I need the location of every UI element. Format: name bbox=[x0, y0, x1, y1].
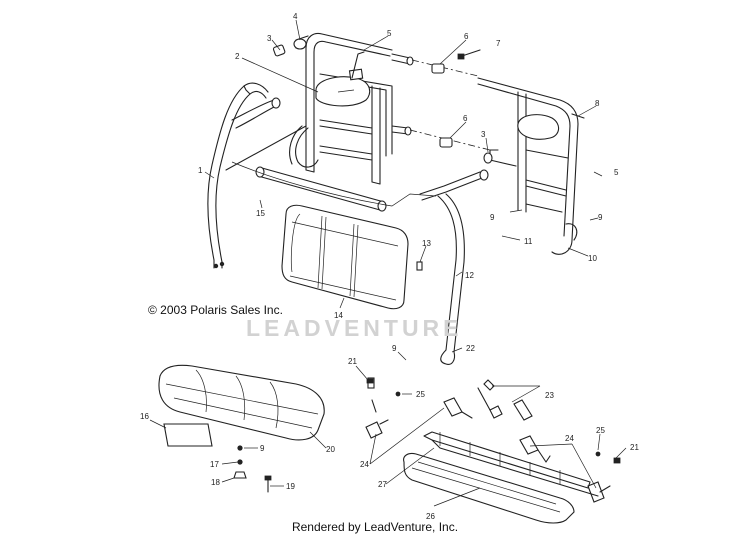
callout-16: 16 bbox=[140, 412, 149, 421]
callout-24: 24 bbox=[360, 460, 369, 469]
callout-25: 25 bbox=[416, 390, 425, 399]
right-seat-back-frame bbox=[477, 77, 585, 255]
callout-20: 20 bbox=[326, 445, 335, 454]
callout-6: 6 bbox=[463, 114, 468, 123]
connector-lower bbox=[439, 137, 453, 148]
callout-9: 9 bbox=[598, 213, 603, 222]
callout-3: 3 bbox=[481, 130, 486, 139]
decal-16 bbox=[163, 423, 213, 447]
callout-1: 1 bbox=[198, 166, 203, 175]
callout-27: 27 bbox=[378, 480, 387, 489]
bolt-25b bbox=[595, 451, 601, 457]
callout-12: 12 bbox=[465, 271, 474, 280]
cross-tube bbox=[255, 166, 387, 212]
callout-24: 24 bbox=[565, 434, 574, 443]
callout-8: 8 bbox=[595, 99, 600, 108]
callouts: 1 2 3 3 4 5 5 6 6 7 8 9 9 9 9 10 11 12 1… bbox=[140, 12, 639, 521]
callout-9: 9 bbox=[490, 213, 495, 222]
seat-back-cushion bbox=[281, 204, 409, 310]
callout-25: 25 bbox=[596, 426, 605, 435]
copyright-notice: © 2003 Polaris Sales Inc. bbox=[148, 303, 283, 317]
callout-10: 10 bbox=[588, 254, 597, 263]
callout-13: 13 bbox=[422, 239, 431, 248]
callout-26: 26 bbox=[426, 512, 435, 521]
callout-18: 18 bbox=[211, 478, 220, 487]
callout-14: 14 bbox=[334, 311, 343, 320]
callout-19: 19 bbox=[286, 482, 295, 491]
callout-11: 11 bbox=[524, 237, 533, 246]
callout-6: 6 bbox=[464, 32, 469, 41]
nut-18 bbox=[233, 471, 247, 479]
callout-3: 3 bbox=[267, 34, 272, 43]
callout-21: 21 bbox=[630, 443, 639, 452]
washer-17 bbox=[237, 459, 243, 465]
callout-9: 9 bbox=[392, 344, 397, 353]
callout-21: 21 bbox=[348, 357, 357, 366]
callout-4: 4 bbox=[293, 12, 298, 21]
watermark: LEADVENTURE bbox=[246, 315, 463, 341]
center-support bbox=[419, 169, 489, 365]
callout-22: 22 bbox=[466, 344, 475, 353]
callout-9: 9 bbox=[260, 444, 265, 453]
center-seat-back-frame bbox=[272, 32, 414, 185]
callout-7: 7 bbox=[496, 39, 501, 48]
floor-outline bbox=[231, 161, 437, 207]
bolt-7 bbox=[461, 49, 481, 57]
seat-pan bbox=[403, 431, 599, 524]
bolt-21b bbox=[613, 457, 621, 464]
bolt-13 bbox=[416, 261, 423, 271]
callout-2: 2 bbox=[235, 52, 240, 61]
connector-upper bbox=[431, 63, 445, 74]
footer-credit: Rendered by LeadVenture, Inc. bbox=[291, 520, 459, 534]
callout-15: 15 bbox=[256, 209, 265, 218]
callout-5: 5 bbox=[387, 29, 392, 38]
bolt-25a bbox=[395, 391, 401, 397]
callout-5: 5 bbox=[614, 168, 619, 177]
callout-23: 23 bbox=[545, 391, 554, 400]
callout-17: 17 bbox=[210, 460, 219, 469]
bolt-21a bbox=[366, 378, 374, 384]
alignment-line-top bbox=[411, 59, 479, 77]
seat-base-cushion bbox=[158, 364, 325, 441]
left-rops-hoop bbox=[207, 82, 319, 269]
leader-lines bbox=[149, 19, 627, 507]
